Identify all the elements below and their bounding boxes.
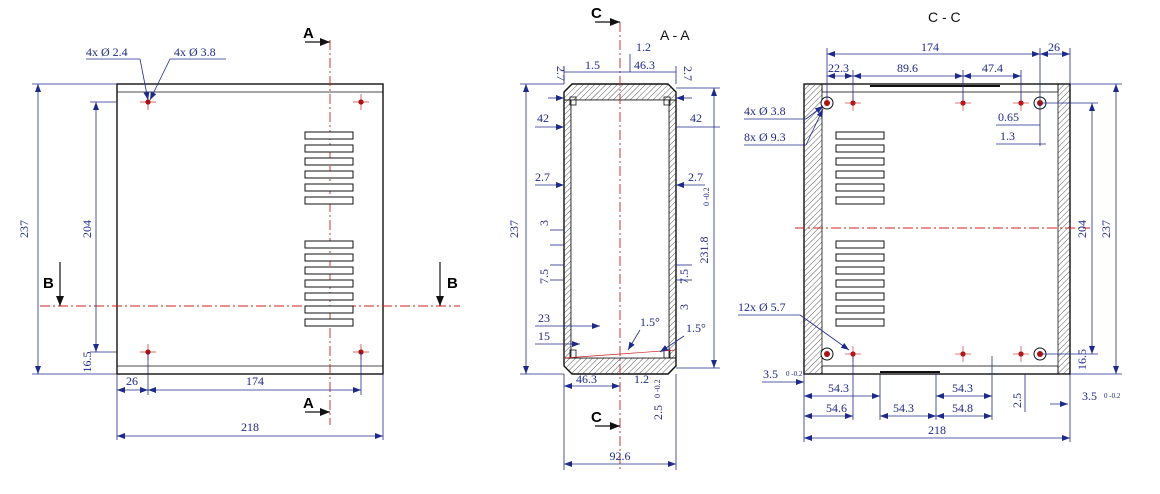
cc-dim-2-5: 2.5	[1010, 393, 1024, 408]
front-dim-hole-spacing: 174	[246, 374, 264, 388]
aa-dim-width-total: 92.6	[610, 449, 631, 463]
cc-wall-right	[1057, 83, 1071, 375]
front-label-holes-large: 4x Ø 3.8	[174, 45, 216, 59]
aa-dim-height-total: 237	[507, 220, 521, 238]
front-section-marks: A A B B	[43, 25, 458, 416]
aa-dim-tol-inner: 0 -0.2	[702, 187, 711, 206]
aa-dim-top-left: 1.5	[585, 58, 600, 72]
aa-dim-rib-gap-right: 3	[677, 304, 691, 310]
cc-label-holes-93: 8x Ø 9.3	[744, 130, 786, 144]
cc-dim-width-inner: 174	[921, 40, 939, 54]
section-cc-view: C - C	[738, 9, 1122, 442]
cc-dim-right-offset: 26	[1048, 40, 1060, 54]
cc-dim-height-inner: 204	[1075, 220, 1089, 238]
front-outline	[116, 83, 384, 375]
cc-label-holes-38: 4x Ø 3.8	[744, 104, 786, 118]
cc-dim-54-3-b: 54.3	[952, 381, 973, 395]
cc-dim-54-3-a: 54.3	[828, 381, 849, 395]
cc-dimensions: 174 26 22.3 89.6 47.4 4x Ø 3.8 8x Ø 9.3 …	[738, 40, 1122, 442]
aa-dim-angle-a: 1.5°	[640, 315, 660, 329]
front-dim-height-total: 237	[17, 220, 31, 238]
cc-dim-3-5-right: 3.5	[1082, 389, 1097, 403]
cc-outline	[803, 83, 1071, 375]
aa-dim-bottom-tol: 2.5	[651, 405, 665, 420]
cc-dim-tol-left: 0 -0.2	[786, 370, 803, 378]
cc-dim-height-total: 237	[1099, 220, 1113, 238]
section-mark-a-top: A	[303, 25, 314, 42]
front-label-holes-small: 4x Ø 2.4	[86, 45, 128, 59]
aa-section-marks: C C	[591, 5, 620, 430]
cc-dim-54-8: 54.8	[952, 401, 973, 415]
front-vent-slots	[304, 131, 354, 327]
section-mark-b-left: B	[43, 275, 54, 292]
section-aa-title: A - A	[660, 27, 690, 43]
aa-dim-rib-pitch-right: 7.5	[677, 269, 691, 284]
cc-dim-16-5: 16.5	[1075, 349, 1089, 370]
aa-dim-bottom-width: 46.3	[576, 372, 597, 386]
cc-dim-22-3: 22.3	[828, 61, 849, 75]
cc-vent-slots	[835, 131, 885, 327]
cc-dim-0-65: 0.65	[998, 110, 1019, 124]
cc-dim-89-6: 89.6	[897, 61, 918, 75]
front-view: A A B B 237 204 16.5 26 174	[17, 25, 460, 440]
aa-dim-bottom-tol-value: 0 -0.2	[653, 379, 662, 398]
aa-dim-rib-gap: 3	[537, 220, 551, 226]
aa-dim-wall-mid-right: 2.7	[688, 170, 703, 184]
aa-dim-top-width: 46.3	[634, 58, 655, 72]
front-dimensions: 237 204 16.5 26 174 218 4x Ø 2.4 4x Ø 3.…	[17, 45, 384, 440]
cc-dim-tol-right: 0 -0.2	[1104, 392, 1121, 400]
aa-dim-ledge-left: 42	[537, 111, 549, 125]
aa-dim-wall-top-left: 2.7	[554, 66, 568, 81]
cc-label-holes-57: 12x Ø 5.7	[738, 300, 786, 314]
cc-dim-47-4: 47.4	[982, 61, 1003, 75]
section-mark-b-right: B	[447, 275, 458, 292]
front-dim-height-inner: 204	[80, 220, 94, 238]
aa-dim-rib-pitch-left: 7.5	[537, 269, 551, 284]
section-mark-c-bottom: C	[591, 409, 602, 426]
cc-dim-width-total: 218	[928, 423, 946, 437]
cc-wall-left	[803, 83, 823, 375]
section-aa-view: A - A C C 1.5 1.2 46.3 2.	[507, 5, 720, 470]
cc-dim-54-3-c: 54.3	[893, 401, 914, 415]
aa-dimensions: 1.5 1.2 46.3 2.7 2.7 42 42 2.7 2.7 237	[507, 40, 720, 470]
section-mark-c-top: C	[591, 5, 602, 22]
aa-dim-wall-mid-left: 2.7	[535, 170, 550, 184]
aa-dim-wall-top-right: 2.7	[681, 66, 695, 81]
front-dim-width-total: 218	[241, 420, 259, 434]
front-dim-bottom-offset: 16.5	[80, 352, 94, 373]
aa-dim-23: 23	[538, 311, 550, 325]
cc-dim-54-6: 54.6	[826, 401, 847, 415]
aa-dim-bottom-right: 1.2	[634, 372, 649, 386]
cc-dim-3-5-left: 3.5	[763, 367, 778, 381]
front-dim-left-offset: 26	[126, 374, 138, 388]
aa-dim-angle-b: 1.5°	[686, 321, 706, 335]
aa-dim-ledge-right: 42	[690, 111, 702, 125]
section-mark-a-bottom: A	[303, 395, 314, 412]
aa-dim-height-inner: 231.8	[697, 237, 711, 264]
aa-dim-15: 15	[538, 329, 550, 343]
cc-dim-1-3: 1.3	[1000, 129, 1015, 143]
aa-wall-left	[563, 99, 572, 359]
section-cc-title: C - C	[928, 9, 961, 25]
aa-dim-top-right: 1.2	[636, 40, 651, 54]
aa-wall-right	[668, 99, 677, 359]
